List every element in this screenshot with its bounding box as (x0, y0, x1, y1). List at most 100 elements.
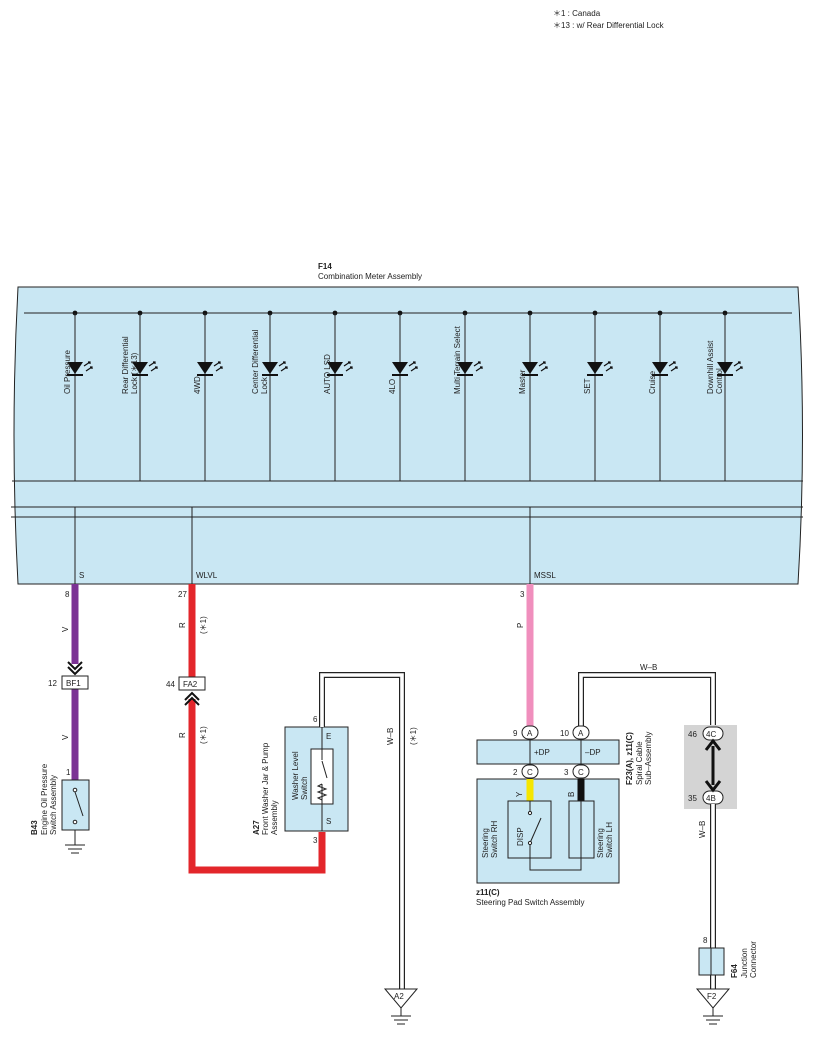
led-label: Downhill Assist (706, 340, 715, 394)
wire-white-black (320, 673, 404, 990)
wire-red (188, 699, 326, 874)
wire-violet (71, 689, 79, 780)
spiral-badge-c2: C (521, 764, 539, 779)
wire-color-r: R (178, 732, 187, 738)
connector-arrow-bf1 (67, 661, 83, 676)
svg-text:4C: 4C (706, 730, 716, 739)
connector-fa2-pin: 44 (166, 680, 175, 689)
led-label: AUTO LSD (323, 354, 332, 394)
washer-switch-blade (321, 760, 328, 779)
ground-f2-label: F2 (707, 992, 717, 1001)
steering-pad-name: Steering Pad Switch Assembly (476, 898, 585, 907)
washer-term-e: E (326, 732, 331, 741)
connector-fa2-label: FA2 (183, 680, 198, 689)
switch-contact (72, 787, 78, 793)
wire-star1: (＊1) (199, 616, 208, 634)
wire-yellow (526, 779, 534, 801)
wire-color-v: V (61, 734, 70, 740)
svg-text:C: C (527, 768, 533, 777)
wire-color-b: B (567, 792, 576, 797)
meter-name: Combination Meter Assembly (318, 272, 422, 281)
svg-text:4B: 4B (706, 794, 716, 803)
oil-switch-name-1: Engine Oil Pressure (40, 763, 49, 835)
led-label: Center Differential (251, 329, 260, 394)
ground-f2-triangle (695, 988, 731, 1009)
wire-color-r: R (178, 622, 187, 628)
wire-star1: (＊1) (199, 726, 208, 744)
f64-pin: 8 (703, 936, 708, 945)
washer-pin-e: 6 (313, 715, 318, 724)
steering-lh-1: Steering (596, 828, 605, 858)
led-light-arrows (473, 361, 483, 372)
disp-label: DISP (516, 827, 525, 846)
led-diode (587, 362, 603, 374)
led-label: 4WD (193, 376, 202, 394)
oil-switch-code: B43 (30, 820, 39, 835)
led-diode (522, 362, 538, 374)
wire-violet (71, 584, 79, 664)
oil-switch-name-2: Switch Assembly (49, 775, 58, 835)
spiral-pin-9: 9 (513, 729, 518, 738)
led-diode (67, 362, 83, 374)
note-canada: ＊1 : Canada (553, 9, 601, 18)
f64-code: F64 (730, 964, 739, 978)
led-diode (717, 362, 733, 374)
pin-wlvl: 27 (178, 590, 187, 599)
meter-code: F14 (318, 262, 332, 271)
led-label: 4LO (388, 379, 397, 394)
wire-black (577, 779, 585, 801)
washer-name-2: Assembly (270, 800, 279, 835)
disp-switch-contact (527, 810, 533, 816)
spiral-dp-minus: –DP (585, 748, 601, 757)
wire-white-black (578, 672, 716, 727)
wire-color-wb: W–B (698, 821, 707, 838)
led-label-line2: Lock (260, 376, 269, 394)
f64-name-1: Junction (740, 948, 749, 978)
ground-a2-triangle (383, 988, 419, 1009)
connector-arrow-fa2 (184, 691, 200, 706)
steering-pad-code: z11(C) (476, 888, 500, 897)
led-label: SET (583, 378, 592, 394)
led-diode (132, 362, 148, 374)
steering-rh-1: Steering (481, 828, 490, 858)
junction-badge-4c: 4C (702, 726, 724, 741)
led-diode (457, 362, 473, 374)
led-label: Rear Differential (121, 336, 130, 394)
wire-color-wb: W–B (640, 663, 657, 672)
led-light-arrows (668, 361, 678, 372)
steering-common-line (529, 845, 582, 871)
led-label: Cruise (648, 370, 657, 394)
spiral-pin-10: 10 (560, 729, 569, 738)
wire-color-y: Y (515, 791, 524, 797)
led-light-arrows (213, 361, 223, 372)
led-label: Master (518, 369, 527, 394)
washer-term-s: S (326, 817, 331, 826)
led-light-arrows (83, 361, 93, 372)
led-label: Oil Pressure (63, 349, 72, 394)
connector-fa2 (178, 676, 206, 691)
steering-lh-2: Switch LH (605, 822, 614, 858)
washer-inner-1: Washer Level (291, 751, 300, 800)
washer-code: A27 (252, 820, 261, 835)
terminal-s: S (79, 571, 84, 580)
junction-pin-35: 35 (688, 794, 697, 803)
spiral-pin-3: 3 (564, 768, 569, 777)
led-light-arrows (733, 361, 743, 372)
led-diode (392, 362, 408, 374)
wire-color-wb: W–B (386, 728, 395, 745)
led-diode (652, 362, 668, 374)
svg-text:A: A (527, 729, 533, 738)
wire-color-v: V (61, 626, 70, 632)
note-rear-diff-lock: ＊13 : w/ Rear Differential Lock (553, 21, 665, 30)
f64-name-2: Connector (749, 941, 758, 978)
disp-switch-contact (527, 840, 533, 846)
led-light-arrows (343, 361, 353, 372)
wire-red (188, 584, 196, 677)
spiral-cable (476, 739, 620, 765)
connector-bf1-pin: 12 (48, 679, 57, 688)
wire-color-p: P (516, 623, 525, 628)
led-light-arrows (278, 361, 288, 372)
washer-name-1: Front Washer Jar & Pump (261, 742, 270, 835)
led-diode (262, 362, 278, 374)
